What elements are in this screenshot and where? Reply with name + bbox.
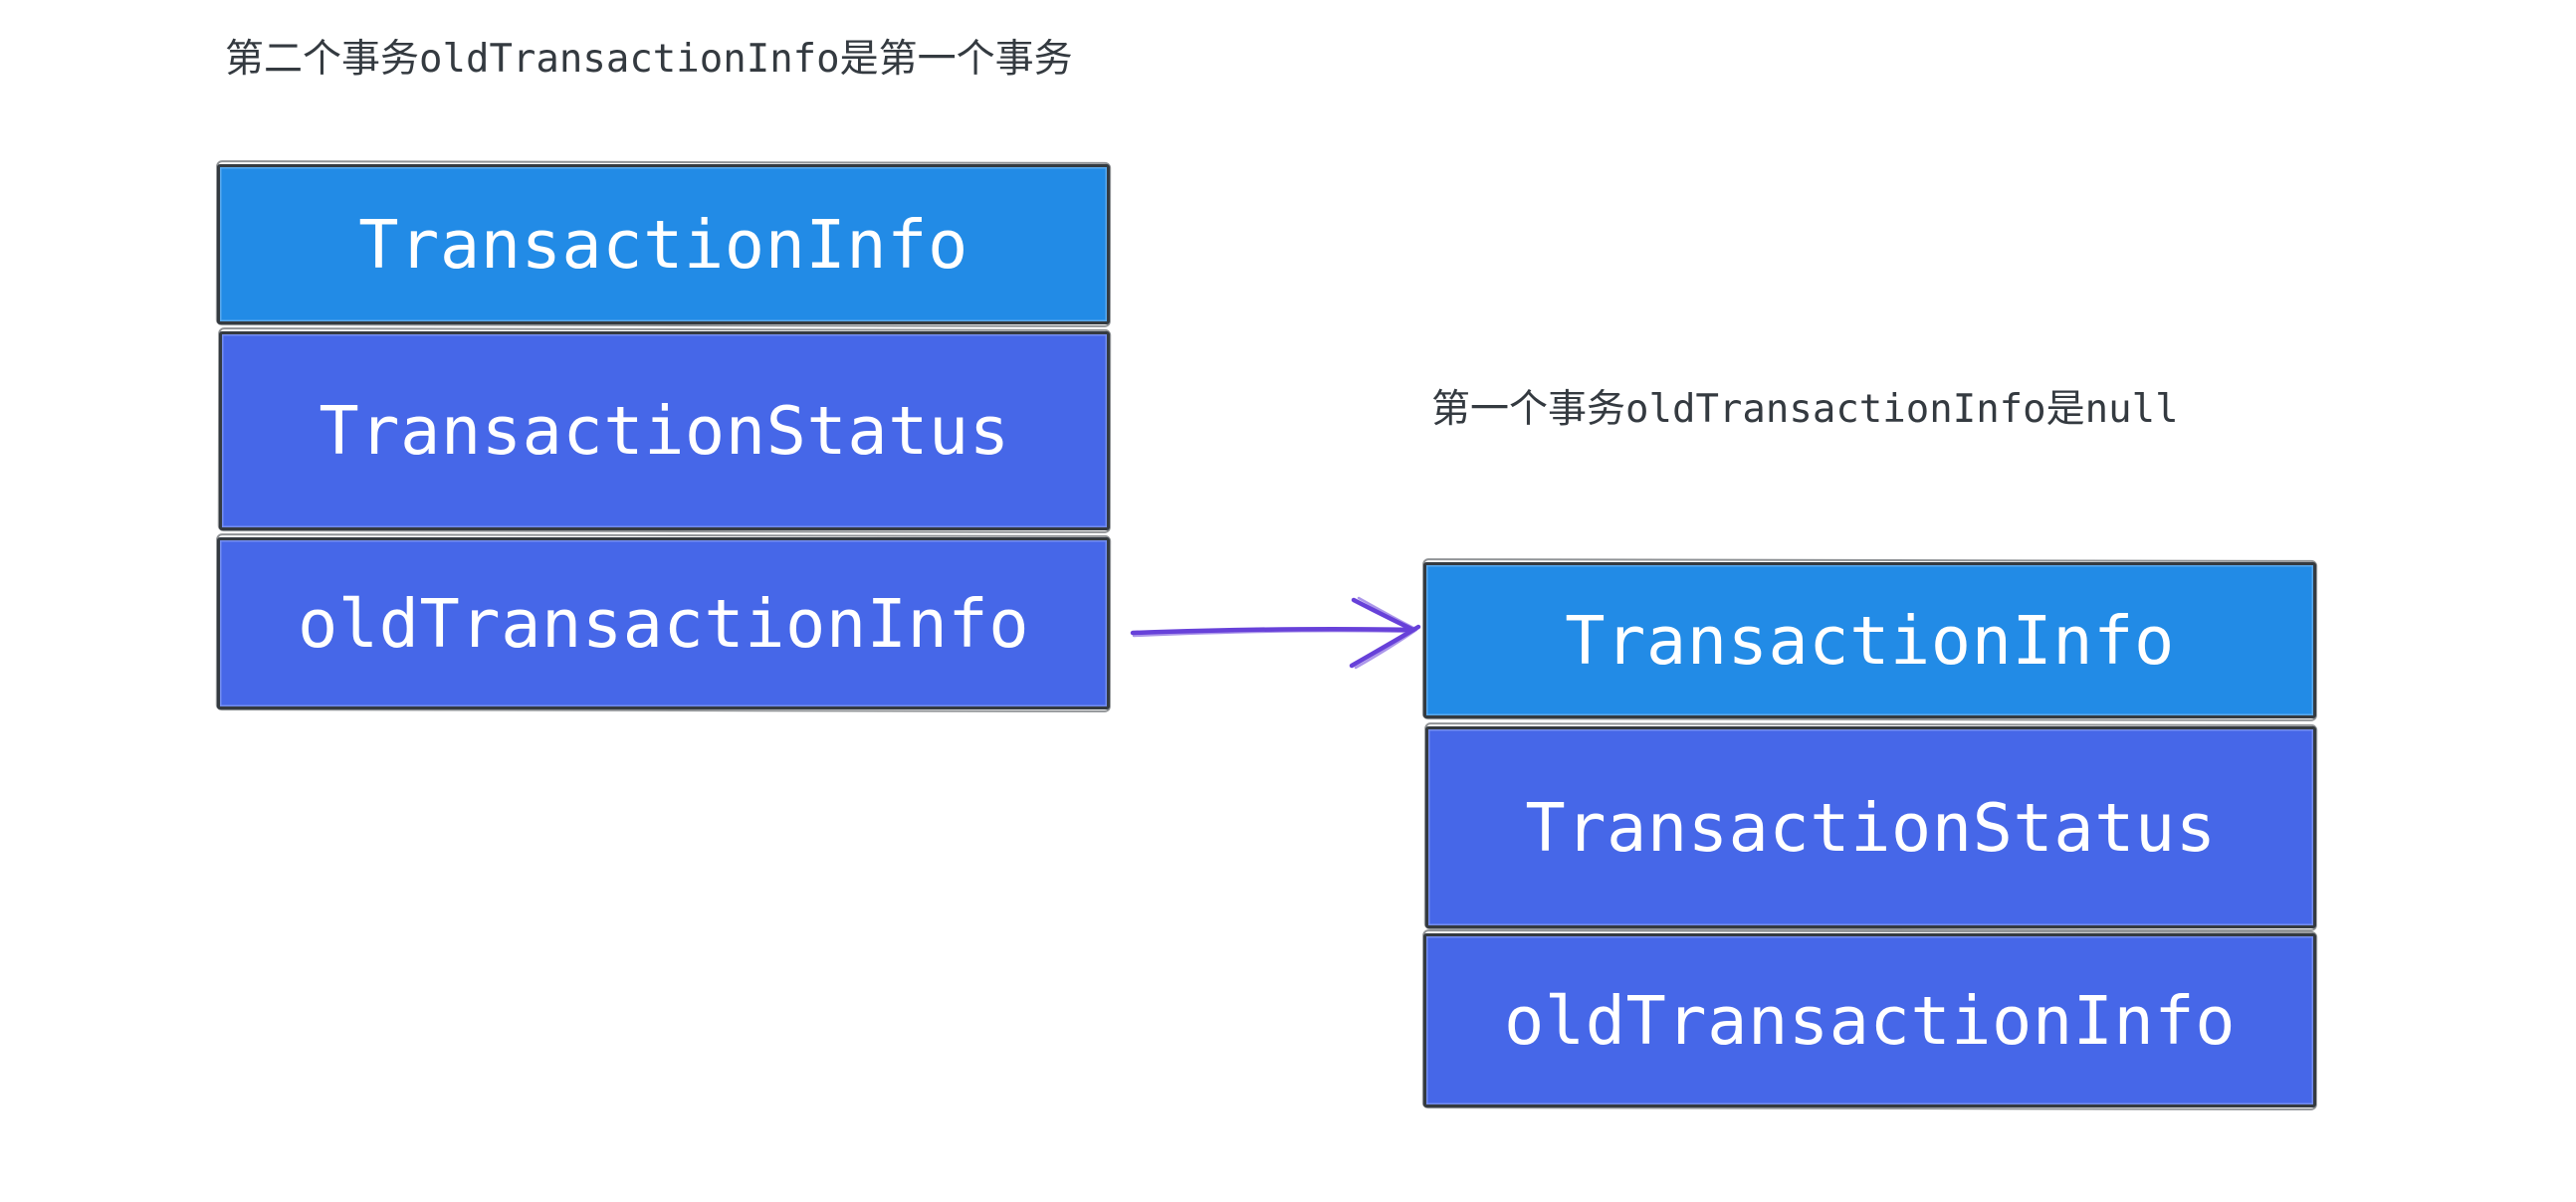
right-node-transaction-status: TransactionStatus: [1425, 726, 2316, 928]
left-node-transaction-status: TransactionStatus: [219, 331, 1110, 530]
arrow-head-upper-sketch: [1357, 596, 1417, 631]
right-node-old-transaction-info-label: oldTransactionInfo: [1503, 981, 2237, 1060]
left-node-old-transaction-info: oldTransactionInfo: [217, 537, 1110, 709]
arrow-old-transaction-info-to-transaction-info: [1130, 596, 1421, 670]
left-stack-caption: 第二个事务oldTransactionInfo是第一个事务: [225, 37, 1073, 82]
left-node-transaction-info: TransactionInfo: [217, 164, 1110, 324]
right-node-transaction-info-label: TransactionInfo: [1565, 601, 2175, 680]
left-node-transaction-status-label: TransactionStatus: [319, 392, 1010, 470]
arrow-head-upper: [1351, 597, 1416, 633]
right-node-old-transaction-info: oldTransactionInfo: [1423, 933, 2316, 1107]
arrow-shaft-sketch: [1132, 629, 1408, 638]
left-node-old-transaction-info-label: oldTransactionInfo: [297, 584, 1030, 663]
left-node-transaction-info-label: TransactionInfo: [358, 205, 968, 284]
right-node-transaction-status-label: TransactionStatus: [1525, 788, 2217, 867]
arrow-head-lower: [1349, 624, 1421, 669]
arrow-shaft: [1130, 626, 1413, 636]
right-node-transaction-info: TransactionInfo: [1423, 562, 2316, 718]
arrow-head-lower-sketch: [1354, 628, 1418, 670]
right-stack-caption: 第一个事务oldTransactionInfo是null: [1431, 387, 2179, 432]
